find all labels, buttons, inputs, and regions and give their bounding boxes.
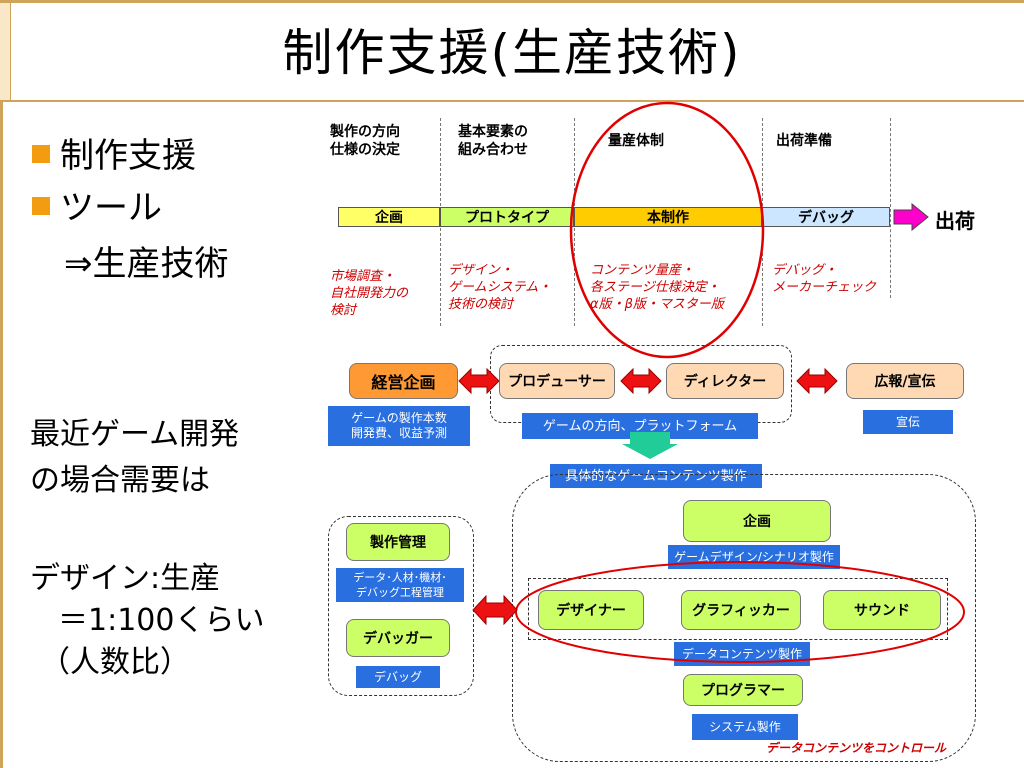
keiei-desc: ゲームの製作本数開発費、収益予測	[328, 406, 470, 446]
double-arrow-icon	[620, 368, 662, 394]
kikaku-desc: ゲームデザイン/シナリオ製作	[668, 545, 840, 569]
slide-title: 制作支援(生産技術)	[282, 24, 742, 82]
phase-header-line: 組み合わせ	[458, 142, 528, 158]
data-desc: データコンテンツ製作	[674, 642, 810, 666]
content-desc: 具体的なゲームコンテンツ製作	[550, 464, 762, 488]
debugger-desc: デバッグ	[356, 666, 440, 688]
double-arrow-icon	[796, 368, 838, 394]
desc-line: データ･人材･機材･	[353, 571, 447, 584]
double-arrow-icon	[472, 595, 518, 625]
note-line: コンテンツ量産・	[590, 263, 695, 278]
desc-line: デバッグ工程管理	[356, 586, 444, 599]
kikaku-box: 企画	[683, 500, 831, 542]
producer-box: プロデューサー	[499, 363, 615, 399]
desc-line: 開発費、収益予測	[350, 426, 447, 440]
note-line: 技術の検討	[448, 297, 514, 312]
phase-bar-kikaku: 企画	[338, 207, 440, 227]
note-line: 市場調査・	[330, 269, 396, 284]
desc-line: ゲームの製作本数	[351, 411, 447, 425]
side-text-line: の場合需要は	[30, 463, 210, 498]
highlight-ellipse	[569, 101, 765, 359]
designer-box: デザイナー	[538, 590, 644, 630]
phase-header-line: 製作の方向	[330, 124, 400, 140]
management-group	[328, 516, 474, 696]
director-box: ディレクター	[666, 363, 784, 399]
column-separator	[890, 118, 891, 298]
double-arrow-icon	[458, 368, 500, 394]
bullet-square-icon	[32, 196, 50, 215]
phase-bar-debug: デバッグ	[762, 207, 890, 227]
graphicker-box: グラフィッカー	[681, 590, 801, 630]
bullet-subitem: ⇒生産技術	[64, 244, 229, 284]
down-arrow-icon	[622, 432, 678, 459]
slide-frame-left	[0, 0, 3, 768]
bullet-text: 制作支援	[60, 136, 196, 176]
note-line: 自社開発力の	[330, 286, 409, 301]
side-text-line: 最近ゲーム開発	[30, 417, 240, 452]
side-text-line: （人数比）	[40, 645, 190, 680]
mgmt-box: 製作管理	[346, 523, 450, 561]
slide-frame-top	[0, 0, 1024, 3]
phase-header: 出荷準備	[776, 133, 832, 149]
phase-header-line: 仕様の決定	[330, 142, 400, 158]
phase-header: 製作の方向仕様の決定	[330, 123, 400, 159]
keiei-box: 経営企画	[349, 363, 458, 399]
phase-note: コンテンツ量産・各ステージ仕様決定・ α版・β版・マスター版	[590, 262, 724, 313]
phase-note: デバッグ・メーカーチェック	[772, 262, 876, 296]
title-divider	[0, 100, 1024, 102]
pr-desc: 宣伝	[863, 410, 953, 434]
bullet-text: ツール	[60, 188, 162, 228]
phase-header-line: 基本要素の	[458, 124, 528, 140]
note-line: 検討	[330, 303, 357, 318]
programmer-box: プログラマー	[683, 674, 803, 706]
bullet-square-icon	[32, 144, 50, 163]
title-accent	[0, 3, 11, 100]
note-line: ゲームシステム・	[448, 280, 552, 295]
creator-row-group	[528, 578, 948, 640]
ship-arrow-icon	[893, 203, 929, 231]
sound-box: サウンド	[823, 590, 941, 630]
control-note: データコンテンツをコントロール	[766, 741, 947, 755]
content-group	[512, 474, 976, 762]
note-line: 各ステージ仕様決定・	[590, 280, 720, 295]
highlight-ellipse	[515, 561, 965, 663]
note-line: デバッグ・	[772, 263, 838, 278]
phase-note: 市場調査・自社開発力の検討	[330, 268, 408, 319]
pr-box: 広報/宣伝	[846, 363, 964, 399]
bullet-item: 制作支援	[32, 136, 196, 176]
phase-bar-prototype: プロトタイプ	[440, 207, 574, 227]
phase-header: 基本要素の組み合わせ	[458, 123, 528, 159]
note-line: デザイン・	[448, 263, 514, 278]
mgmt-desc: データ･人材･機材･ デバッグ工程管理	[336, 568, 464, 602]
phase-note: デザイン・ゲームシステム・技術の検討	[448, 262, 551, 313]
system-desc: システム製作	[692, 714, 798, 740]
side-text-line: デザイン:生産	[30, 561, 221, 596]
phase-header: 量産体制	[608, 133, 664, 149]
bullet-item: ツール	[32, 188, 162, 228]
note-line: メーカーチェック	[772, 280, 877, 295]
debugger-box: デバッガー	[346, 619, 450, 657]
ship-label: 出荷	[935, 209, 975, 233]
note-line: α版・β版・マスター版	[590, 297, 724, 312]
side-text-line: ＝1:100くらい	[58, 603, 265, 638]
